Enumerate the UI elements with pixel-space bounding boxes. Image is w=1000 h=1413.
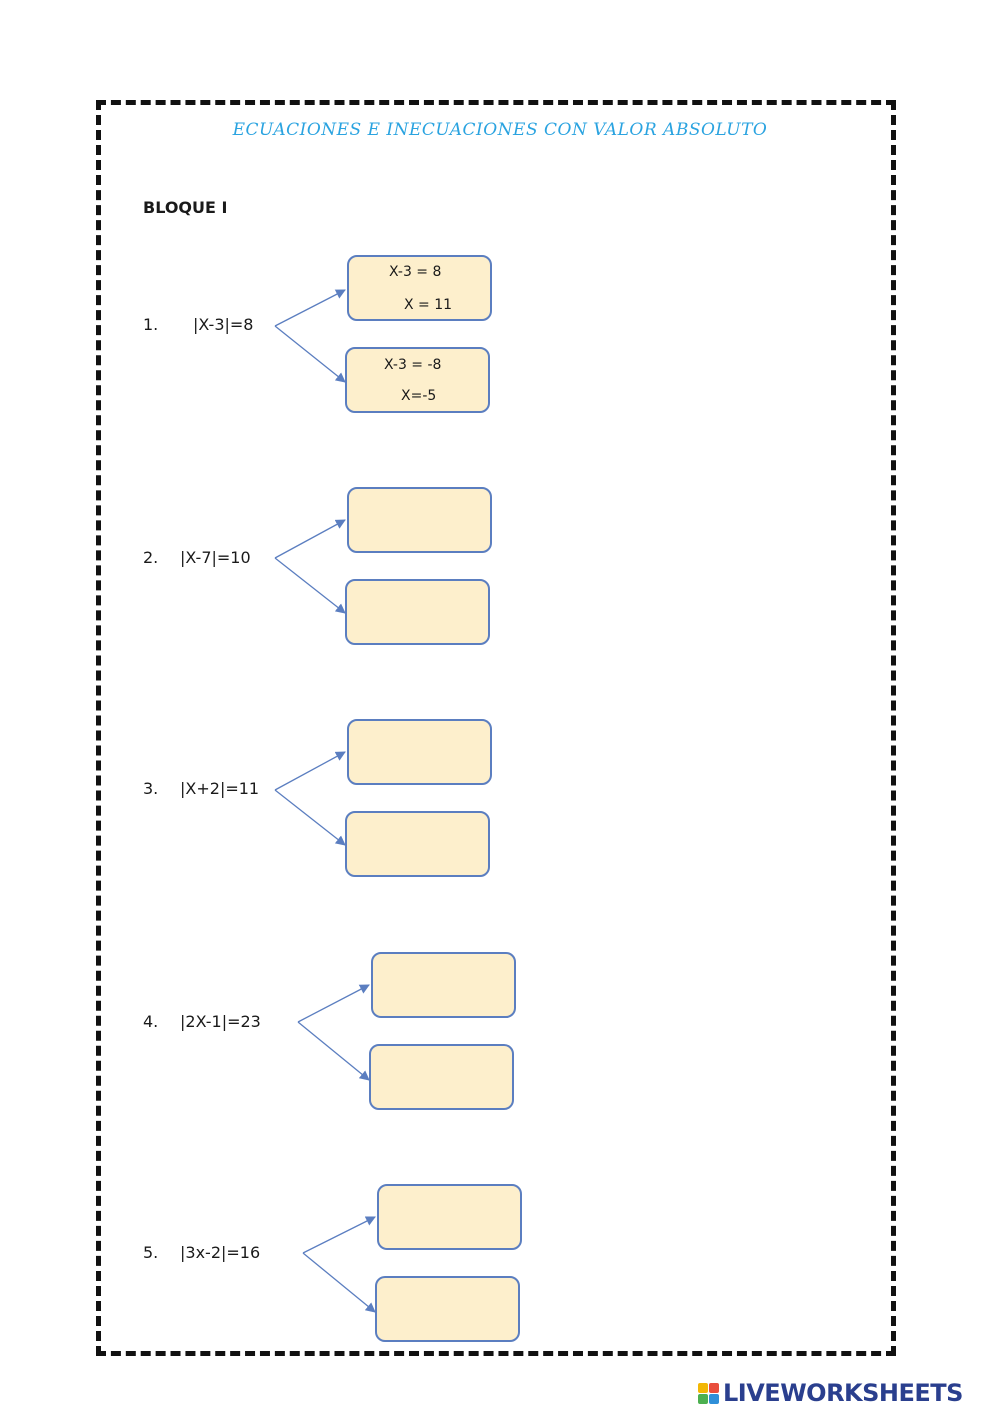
exercise-3-answer-box-bottom[interactable]: [345, 811, 490, 877]
exercise-4-answer-box-bottom[interactable]: [369, 1044, 514, 1110]
exercise-2-arrows: [274, 519, 346, 614]
exercise-2-number: 2.: [143, 548, 159, 567]
exercise-1-number: 1.: [143, 315, 159, 334]
box-line-2: X=-5: [401, 388, 437, 404]
arrow-up: [274, 289, 346, 327]
arrow-up: [297, 984, 370, 1023]
exercise-5-arrows: [302, 1216, 376, 1313]
exercise-5-answer-box-bottom[interactable]: [375, 1276, 520, 1342]
arrow-down: [274, 325, 346, 383]
arrow-down: [274, 557, 346, 614]
box-line-2: X = 11: [404, 297, 453, 313]
worksheet-title: ECUACIONES E INECUACIONES CON VALOR ABSO…: [232, 120, 768, 140]
box-line-1: X-3 = 8: [389, 264, 442, 280]
exercise-3-number: 3.: [143, 779, 159, 798]
arrow-up: [274, 519, 346, 559]
exercise-1-answer-box-bottom[interactable]: X-3 = -8 X=-5: [345, 347, 490, 413]
exercise-4-number: 4.: [143, 1012, 159, 1031]
exercise-4-answer-box-top[interactable]: [371, 952, 516, 1018]
arrow-down: [302, 1252, 376, 1313]
arrow-down: [297, 1021, 370, 1081]
exercise-2-answer-box-top[interactable]: [347, 487, 492, 553]
arrow-down: [274, 789, 346, 846]
exercise-4-equation: |2X-1|=23: [180, 1012, 261, 1031]
exercise-3-equation: |X+2|=11: [180, 779, 260, 798]
exercise-5-number: 5.: [143, 1243, 159, 1262]
liveworksheets-logo[interactable]: LIVEWORKSHEETS: [698, 1378, 963, 1408]
exercise-2-equation: |X-7|=10: [180, 548, 251, 567]
exercise-5-equation: |3x-2|=16: [180, 1243, 261, 1262]
exercise-4-arrows: [297, 984, 370, 1081]
exercise-5-answer-box-top[interactable]: [377, 1184, 522, 1250]
exercise-2-answer-box-bottom[interactable]: [345, 579, 490, 645]
exercise-1-equation: |X-3|=8: [193, 315, 254, 334]
exercise-1-arrows: [274, 289, 346, 383]
worksheet-frame: [96, 100, 896, 1356]
liveworksheets-brand-text: LIVEWORKSHEETS: [723, 1379, 963, 1407]
exercise-3-answer-box-top[interactable]: [347, 719, 492, 785]
exercise-3-arrows: [274, 751, 346, 846]
box-line-1: X-3 = -8: [384, 357, 442, 373]
liveworksheets-logo-icon: [698, 1382, 719, 1404]
arrow-up: [274, 751, 346, 791]
exercise-1-answer-box-top[interactable]: X-3 = 8 X = 11: [347, 255, 492, 321]
block-label: BLOQUE I: [143, 198, 228, 217]
arrow-up: [302, 1216, 376, 1254]
